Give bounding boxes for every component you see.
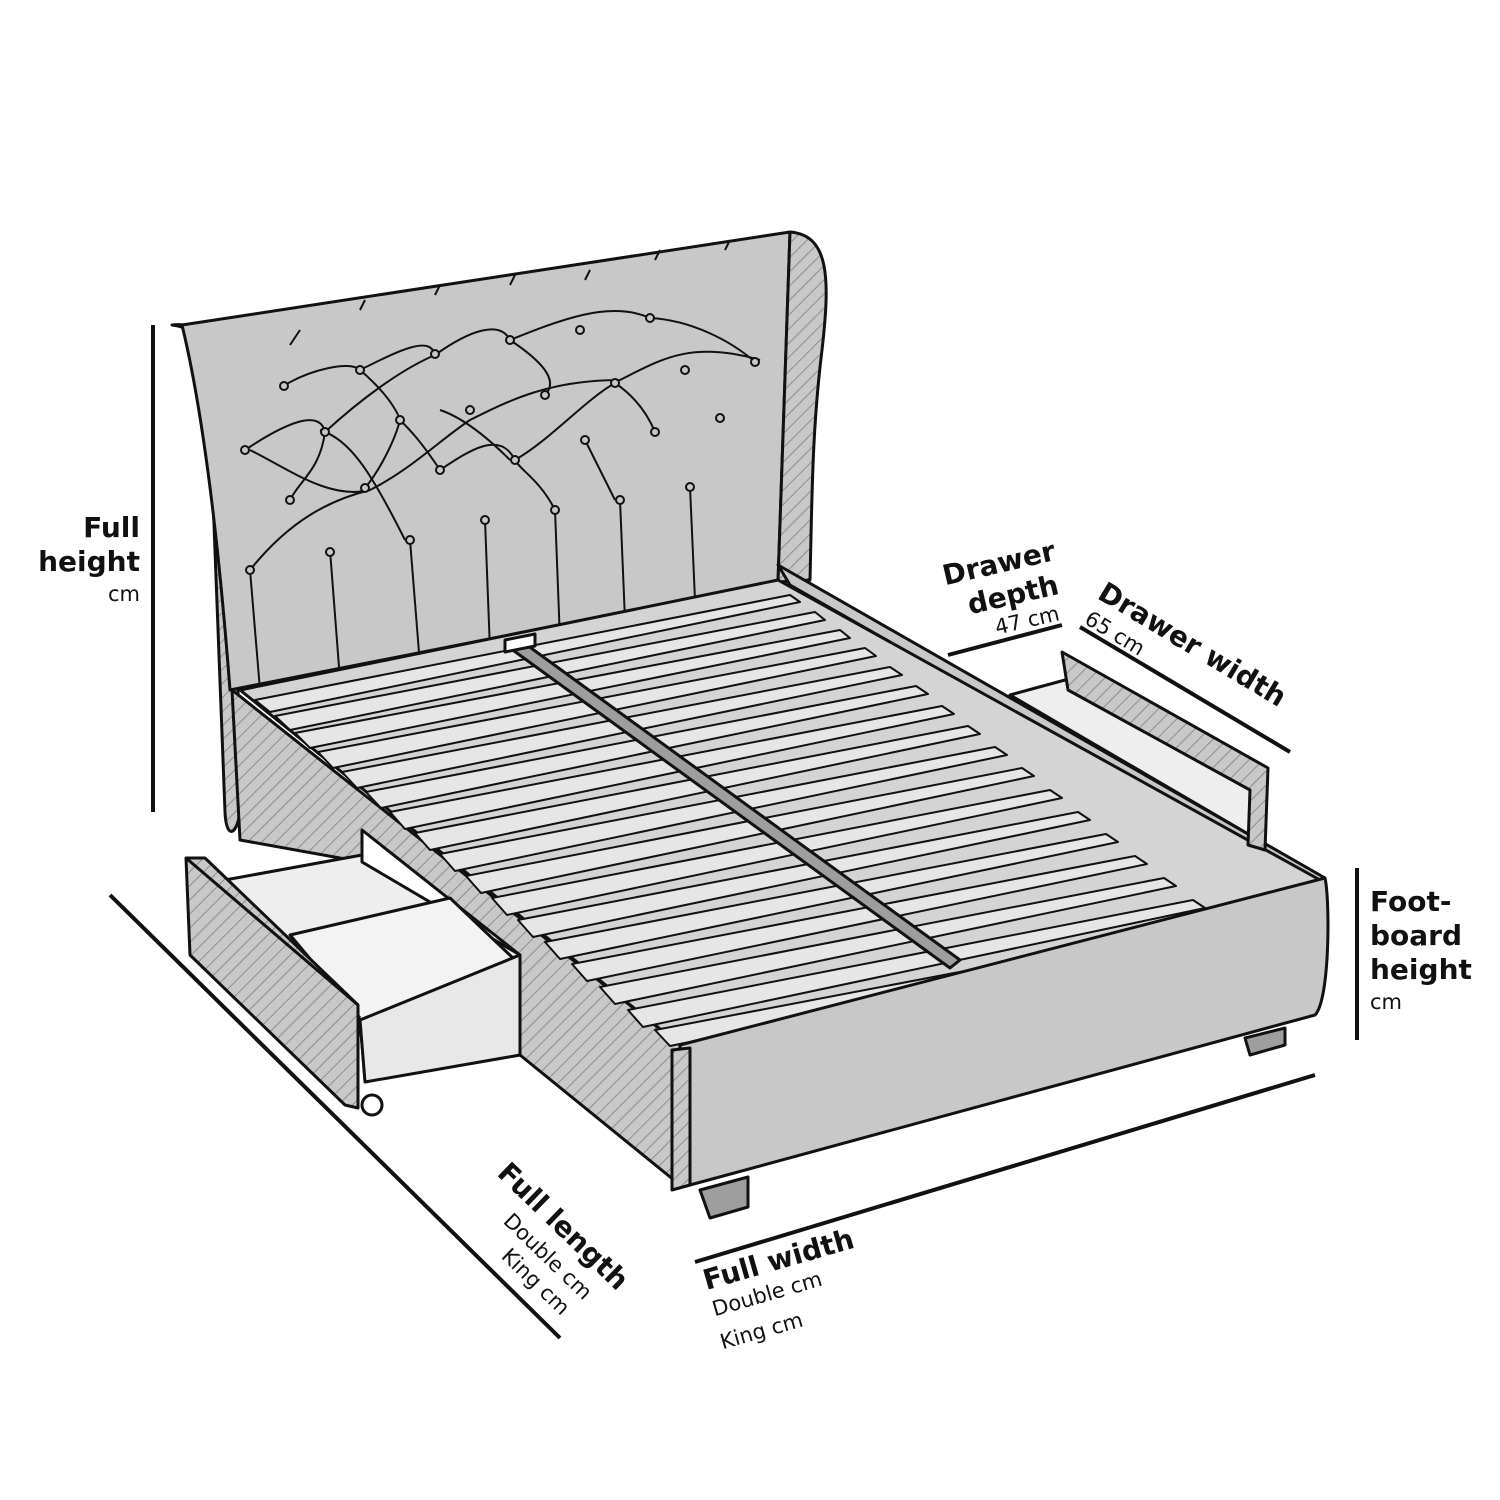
left-drawer-front-edge	[185, 856, 359, 1007]
left-drawer-front-panel	[184, 856, 360, 1110]
drawer-width-dimension-line	[1078, 625, 1292, 754]
front-leg-right	[1243, 1026, 1287, 1057]
left-drawer	[184, 853, 522, 1117]
footboard-height-unit: cm	[1370, 990, 1403, 1014]
full-height-title-line1: Full	[83, 511, 140, 544]
tuft-buttons	[240, 313, 760, 575]
dimension-lines	[108, 325, 1359, 1340]
footboard-height-title-line1: Foot-	[1370, 885, 1452, 918]
headboard	[170, 230, 828, 833]
full-length-dimension-line	[108, 893, 562, 1340]
full-width-dimension-line	[694, 1073, 1316, 1264]
headboard-panel	[180, 230, 792, 692]
footboard-front	[678, 876, 1330, 1187]
footboard-height-title-line2: board	[1370, 919, 1463, 952]
left-drawer-caster	[360, 1093, 384, 1117]
right-drawer	[1008, 650, 1270, 852]
headboard-right-wing	[776, 230, 828, 584]
drawer-depth-dimension-line	[947, 623, 1063, 657]
footboard-corner	[670, 1046, 692, 1192]
full-height-unit: cm	[107, 582, 140, 606]
right-drawer-front-panel	[1060, 650, 1270, 852]
left-drawer-side	[358, 953, 522, 1084]
headboard-tag	[503, 632, 537, 654]
full-height-title-line2: height	[38, 545, 140, 578]
bed-base	[230, 563, 1330, 1220]
footboard-height-title-line3: height	[1370, 953, 1472, 986]
front-leg-left	[698, 1175, 750, 1220]
